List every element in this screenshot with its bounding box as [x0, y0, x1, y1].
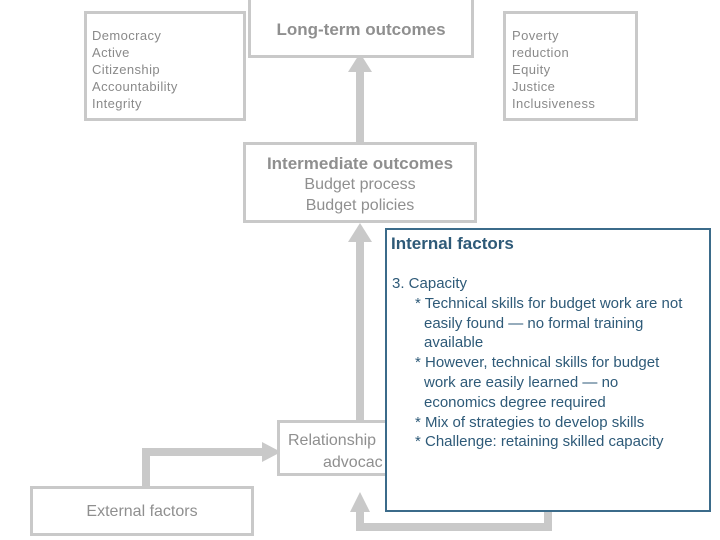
- bullet-skills-easily-learned: * However, technical skills for budget: [415, 354, 660, 372]
- long-term-outcomes-label: Long-term outcomes: [276, 20, 446, 39]
- value-integrity: Integrity: [92, 96, 142, 111]
- bullet-skills-easily-learned-cont: work are easily learned — no: [424, 373, 619, 391]
- external-factors-box: External factors: [30, 486, 254, 536]
- bullet-technical-skills-cont: easily found — no formal training: [424, 314, 644, 332]
- external-factors-label: External factors: [86, 503, 198, 520]
- long-term-outcomes-box: Long-term outcomes: [248, 0, 474, 58]
- values-box-right: Poverty reduction Equity Justice Inclusi…: [503, 11, 638, 121]
- value-citizenship: Citizenship: [92, 62, 160, 77]
- arrow-external-to-relationship: [142, 442, 281, 486]
- values-box-left: Democracy Active Citizenship Accountabil…: [84, 11, 246, 121]
- bullet-technical-skills: * Technical skills for budget work are n…: [415, 294, 683, 312]
- bullet-mix-of-strategies: * Mix of strategies to develop skills: [415, 413, 645, 431]
- value-equity: Equity: [512, 62, 551, 77]
- value-inclusiveness: Inclusiveness: [512, 96, 596, 111]
- arrow-up-to-long-term: [348, 53, 372, 144]
- value-poverty: Poverty: [512, 28, 559, 43]
- value-accountability: Accountability: [92, 79, 178, 94]
- bullet-skills-easily-learned-cont2: economics degree required: [424, 393, 606, 411]
- arrow-loop-bottom: [350, 492, 552, 531]
- relationship-line2: advocac: [323, 454, 383, 471]
- internal-factors-popup: Internal factors 3. Capacity * Technical…: [385, 228, 711, 512]
- value-active: Active: [92, 45, 130, 60]
- internal-factors-body: 3. Capacity * Technical skills for budge…: [392, 274, 710, 452]
- arrow-up-to-intermediate: [348, 223, 372, 430]
- intermediate-outcomes-title: Intermediate outcomes: [266, 154, 454, 173]
- bullet-retaining-capacity: * Challenge: retaining skilled capacity: [415, 433, 664, 451]
- relationship-line1: Relationship: [288, 432, 377, 449]
- intermediate-outcomes-box: Intermediate outcomes Budget process Bud…: [243, 142, 477, 223]
- bullet-technical-skills-cont2: available: [424, 334, 484, 352]
- value-democracy: Democracy: [92, 28, 162, 43]
- value-justice: Justice: [512, 79, 556, 94]
- value-reduction: reduction: [512, 45, 570, 60]
- intermediate-budget-process: Budget process: [304, 176, 416, 193]
- internal-factors-title: Internal factors: [391, 234, 514, 253]
- capacity-heading: 3. Capacity: [392, 275, 468, 292]
- intermediate-budget-policies: Budget policies: [305, 197, 415, 214]
